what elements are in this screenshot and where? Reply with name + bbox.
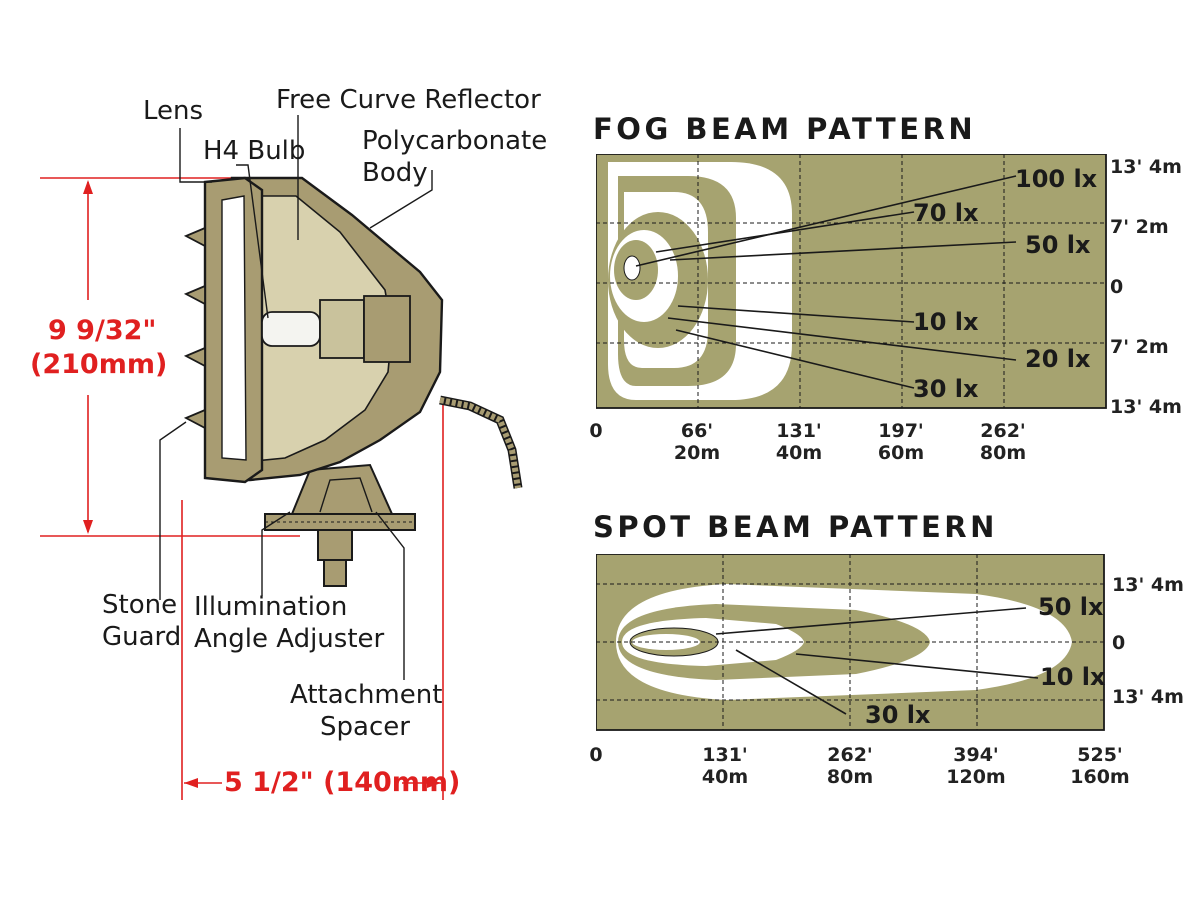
fog-xtick: 0 [589,420,603,442]
fog-beam-chart [596,154,1107,409]
spot-xtick: 394'120m [946,744,1006,788]
height-dimension-label-1: 9 9/32" [48,315,157,346]
height-dimension [40,177,300,537]
label-spacer-2: Spacer [320,712,410,742]
label-adjuster-2: Angle Adjuster [194,624,385,654]
fog-ytick: 13' 4m [1110,156,1182,178]
fog-xtick: 66'20m [673,420,721,464]
fog-lux-50: 50 lx [1025,231,1091,259]
spot-lux-30: 30 lx [865,701,931,729]
lens-glass [221,195,247,461]
label-body-2: Body [362,158,428,188]
fog-ytick: 0 [1110,276,1124,298]
label-body-1: Polycarbonate [362,126,548,156]
spot-beam-title: SPOT BEAM PATTERN [593,510,998,544]
mounting-plate [264,513,416,587]
spot-xtick: 262'80m [826,744,874,788]
attachment-spacer-shape [290,463,394,515]
spot-xtick: 131'40m [701,744,749,788]
fog-xtick: 262'80m [979,420,1027,464]
label-adjuster-1: Illumination [194,592,348,622]
spot-lux-10: 10 lx [1040,663,1106,691]
spot-lux-50: 50 lx [1038,593,1104,621]
spot-beam-chart [596,554,1105,731]
spot-ytick: 0 [1112,632,1126,654]
fog-lux-20: 20 lx [1025,345,1091,373]
label-spacer-1: Attachment [290,680,443,710]
headlamp-cross-section [40,115,523,800]
fog-beam-title: FOG BEAM PATTERN [593,112,977,146]
h4-bulb-shape [261,295,411,363]
fog-lux-70: 70 lx [913,199,979,227]
fog-grid [596,154,1106,408]
fog-ytick: 7' 2m [1110,216,1169,238]
label-reflector: Free Curve Reflector [276,85,541,115]
fog-lux-10: 10 lx [913,308,979,336]
width-dimension-label: 5 1/2" (140mm) [224,767,461,798]
spot-ytick: 13' 4m [1112,574,1184,596]
fog-ytick: 7' 2m [1110,336,1169,358]
stone-guard-fins [183,226,206,430]
fog-lux-100: 100 lx [1015,165,1098,193]
spot-ytick: 13' 4m [1112,686,1184,708]
height-dimension-label-2: (210mm) [30,349,168,380]
leader-lines [159,115,433,680]
spot-xtick: 0 [589,744,603,766]
label-h4-bulb: H4 Bulb [203,136,306,166]
spot-xtick: 525'160m [1070,744,1130,788]
fog-xtick: 197'60m [877,420,925,464]
label-lens: Lens [143,96,204,126]
label-stone-guard-1: Stone [102,590,178,620]
label-stone-guard-2: Guard [102,622,182,652]
fog-leader-lines [635,175,1017,389]
spot-leader-lines [715,607,1039,715]
spot-grid [596,554,1104,730]
fog-lux-30: 30 lx [913,375,979,403]
fog-xtick: 131'40m [775,420,823,464]
width-dimension [181,400,444,800]
fog-ytick: 13' 4m [1110,396,1182,418]
fog-contour-100lx [623,255,641,281]
